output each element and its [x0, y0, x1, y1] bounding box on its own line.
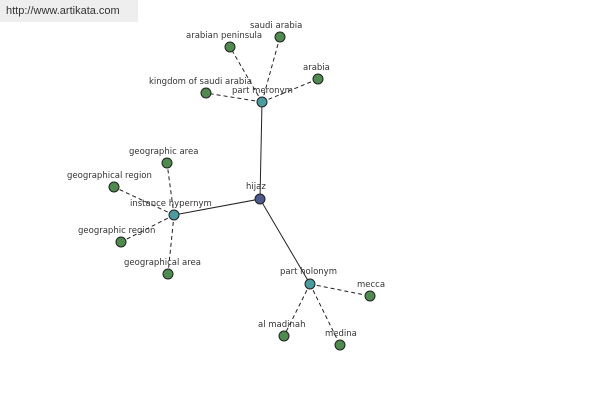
edge-part-meronym-kingdom-of-saudi-arabia: [205, 92, 263, 103]
edge-instance-hypernym-geographic-area: [166, 162, 175, 216]
leaf-node-kingdom-of-saudi-arabia[interactable]: [200, 87, 212, 99]
relation-label-part-holonym: part holonym: [280, 267, 337, 277]
leaf-label-geographic-region: geographic region: [78, 226, 155, 236]
leaf-node-arabian-peninsula[interactable]: [224, 41, 236, 53]
edges: [113, 36, 371, 346]
edge-part-holonym-medina: [309, 283, 341, 346]
leaf-label-kingdom-of-saudi-arabia: kingdom of saudi arabia: [149, 77, 252, 87]
leaf-label-al-madinah: al madinah: [258, 320, 306, 330]
edge-instance-hypernym-geographic-region: [120, 214, 175, 243]
edge-hijaz-instance-hypernym: [173, 198, 261, 216]
leaf-label-geographical-region: geographical region: [67, 171, 152, 181]
edge-part-meronym-arabia: [261, 78, 319, 103]
root-label-hijaz: hijaz: [246, 182, 266, 192]
relation-label-instance-hypernym: instance hypernym: [130, 199, 212, 209]
leaf-node-geographic-region[interactable]: [115, 236, 127, 248]
leaf-label-geographical-area: geographical area: [124, 258, 201, 268]
leaf-label-arabia: arabia: [303, 63, 330, 73]
leaf-node-geographic-area[interactable]: [161, 157, 173, 169]
relation-label-part-meronym: part meronym: [232, 86, 293, 96]
leaf-label-medina: medina: [325, 329, 357, 339]
relation-node-part-meronym[interactable]: [256, 96, 268, 108]
leaf-label-arabian-peninsula: arabian peninsula: [186, 31, 262, 41]
relation-node-instance-hypernym[interactable]: [168, 209, 180, 221]
leaf-node-geographical-area[interactable]: [162, 268, 174, 280]
edge-hijaz-part-meronym: [259, 101, 263, 200]
leaf-node-arabia[interactable]: [312, 73, 324, 85]
nodes: [108, 31, 376, 351]
leaf-node-medina[interactable]: [334, 339, 346, 351]
edge-part-holonym-mecca: [309, 283, 371, 297]
edge-instance-hypernym-geographical-area: [167, 214, 175, 275]
leaf-node-mecca[interactable]: [364, 290, 376, 302]
edge-part-holonym-al-madinah: [283, 283, 311, 337]
leaf-node-geographical-region[interactable]: [108, 181, 120, 193]
edge-hijaz-part-holonym: [259, 198, 311, 285]
leaf-label-saudi-arabia: saudi arabia: [250, 21, 302, 31]
leaf-node-saudi-arabia[interactable]: [274, 31, 286, 43]
leaf-node-al-madinah[interactable]: [278, 330, 290, 342]
root-node-hijaz[interactable]: [254, 193, 266, 205]
leaf-label-mecca: mecca: [357, 280, 385, 290]
edge-part-meronym-saudi-arabia: [261, 36, 281, 103]
edge-part-meronym-arabian-peninsula: [229, 46, 263, 103]
watermark-url: http://www.artikata.com: [0, 0, 138, 22]
relation-node-part-holonym[interactable]: [304, 278, 316, 290]
leaf-label-geographic-area: geographic area: [129, 147, 198, 157]
